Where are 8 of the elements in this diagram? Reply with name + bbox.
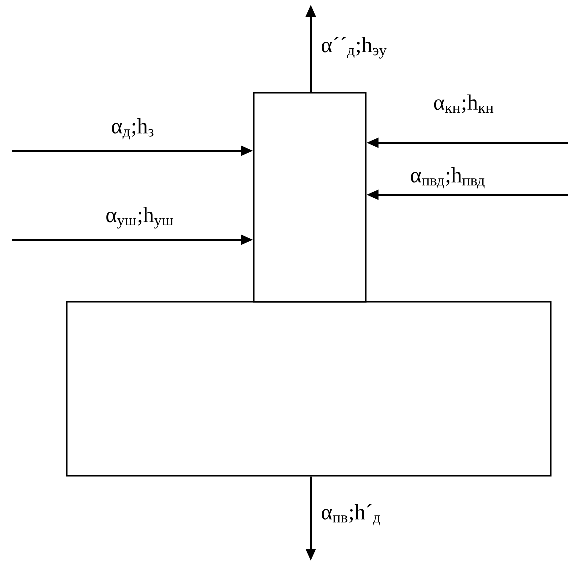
box xyxy=(253,92,367,303)
edge-label: α$_{пв}$;h´$_{д}$ xyxy=(320,503,382,527)
edge-label: α$_{пвд}$;h$_{пвд}$ xyxy=(409,166,487,190)
edge-label: α$_{уш}$;h$_{уш}$ xyxy=(104,206,176,230)
edge-label: α$_{кн}$;h$_{кн}$ xyxy=(432,94,496,114)
edge-label: α´´$_{д}$;h$_{эу}$ xyxy=(320,36,388,60)
box xyxy=(66,301,552,477)
edge-label: α$_{д}$;h$_{з}$ xyxy=(110,117,156,141)
